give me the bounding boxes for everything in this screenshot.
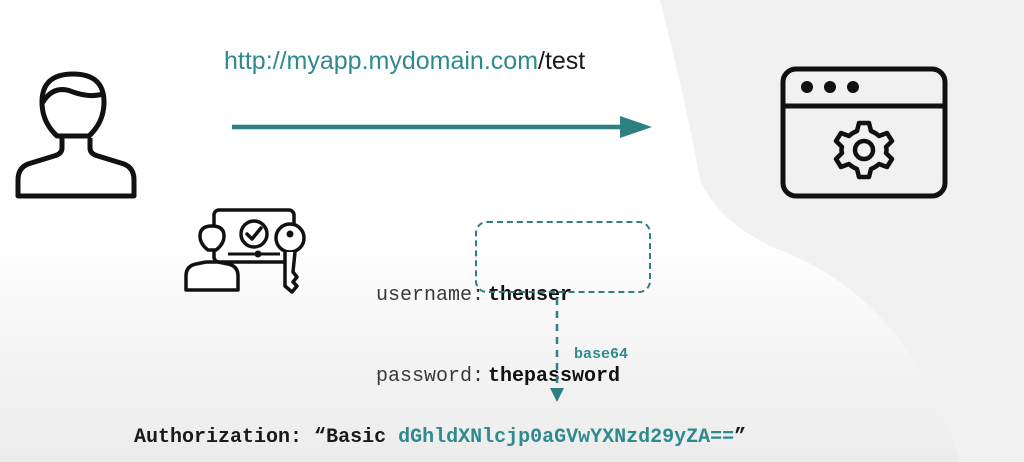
encoding-label: base64 [574,346,629,363]
credentials-highlight-box [475,221,651,293]
request-url: http://myapp.mydomain.com/test [224,44,585,78]
user-icon [15,71,137,199]
password-value: thepassword [488,365,621,388]
header-scheme: Basic [326,426,387,449]
authorization-header: Authorization: “Basic dGhldXNlcjp0aGVwYX… [134,426,746,449]
header-name: Authorization: [134,426,303,449]
username-row: username: theuser [344,282,620,309]
header-close-quote: ” [734,426,747,449]
username-label: username: [375,284,484,307]
credentials-block: username: theuser password: thepassword [344,228,620,417]
header-token: dGhldXNlcjp0aGVwYXNzd29yZA== [398,426,735,449]
credentials-key-icon [184,208,306,294]
url-path: /test [538,47,586,75]
password-row: password: thepassword [344,363,620,390]
browser-gear-icon [780,66,948,199]
request-arrow [232,116,652,138]
url-host: http://myapp.mydomain.com [224,47,539,75]
username-value: theuser [488,284,573,307]
header-open-quote: “ [314,426,327,449]
password-label: password: [375,365,484,388]
encoding-arrow [550,298,564,402]
